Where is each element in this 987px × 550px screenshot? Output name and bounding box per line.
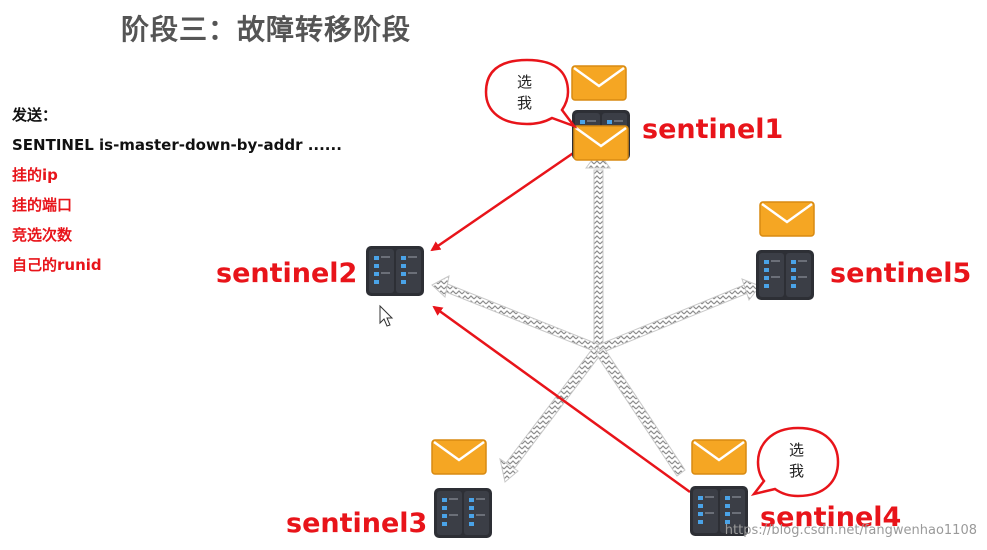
arrowhead-to-sentinel2 bbox=[431, 275, 450, 298]
vote-arrow-sentinel4-to-sentinel2 bbox=[432, 305, 691, 494]
message-info-panel: 发送： SENTINEL is-master-down-by-addr ....… bbox=[12, 104, 342, 284]
bubble-text-line2: 我 bbox=[517, 94, 532, 112]
page-title: 阶段三：故障转移阶段 bbox=[121, 13, 412, 46]
arrow-to-sentinel5 bbox=[597, 284, 749, 354]
info-heading: 发送： bbox=[12, 106, 58, 124]
arrow-to-sentinel2 bbox=[440, 282, 601, 353]
arrowhead-to-sentinel5 bbox=[741, 278, 761, 302]
bubble-text-line2: 我 bbox=[789, 462, 804, 480]
info-item-election-count: 竞选次数 bbox=[12, 226, 73, 244]
vote-arrow-sentinel1-to-sentinel2 bbox=[430, 143, 586, 252]
sentinel2-label: sentinel2 bbox=[216, 258, 358, 289]
speech-bubble-icon: 选 我 bbox=[484, 58, 578, 129]
sentinel1-label: sentinel1 bbox=[642, 114, 784, 145]
bubble-text-line1: 选 bbox=[517, 73, 532, 91]
envelope-icon bbox=[430, 438, 488, 476]
arrow-from-sentinel4 bbox=[595, 347, 686, 477]
info-item-runid: 自己的runid bbox=[12, 256, 102, 274]
info-item-ip: 挂的ip bbox=[12, 166, 58, 184]
broadcast-arrows bbox=[431, 151, 761, 483]
bubble-text-line1: 选 bbox=[789, 441, 804, 459]
envelope-icon bbox=[690, 438, 748, 476]
info-item-port: 挂的端口 bbox=[12, 196, 73, 214]
arrowhead-to-sentinel3 bbox=[499, 457, 519, 483]
sentinel5-label: sentinel5 bbox=[830, 258, 972, 289]
sentinel3-label: sentinel3 bbox=[286, 508, 428, 539]
envelope-icon bbox=[758, 200, 816, 238]
mouse-cursor-icon bbox=[379, 304, 394, 327]
server-icon bbox=[366, 246, 424, 296]
envelope-icon bbox=[570, 64, 628, 102]
speech-bubble-icon: 选 我 bbox=[750, 426, 840, 498]
info-command: SENTINEL is-master-down-by-addr ...... bbox=[12, 136, 342, 154]
arrow-to-sentinel3 bbox=[505, 347, 602, 470]
sentinel4-label: sentinel4 bbox=[760, 502, 902, 533]
watermark: https://blog.csdn.net/fangwenhao1108 bbox=[724, 523, 977, 538]
arrow-to-sentinel1 bbox=[593, 169, 604, 356]
envelope-icon bbox=[572, 124, 630, 162]
server-icon bbox=[756, 250, 814, 300]
server-icon bbox=[434, 488, 492, 538]
